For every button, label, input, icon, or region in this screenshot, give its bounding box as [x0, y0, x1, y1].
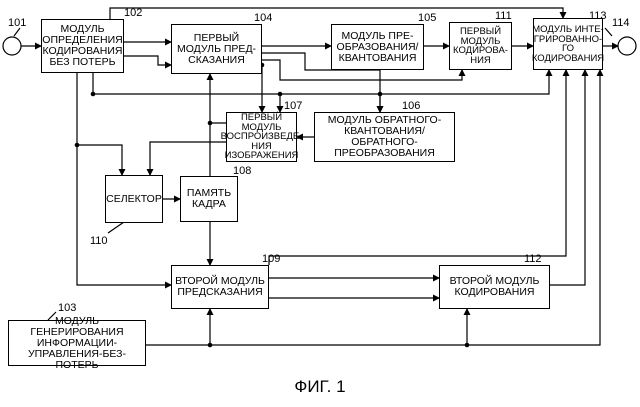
lossless-determination-ref: 102 [124, 8, 142, 19]
integrated-encoding-ref: 113 [589, 11, 607, 22]
second-prediction-block: ВТОРОЙ МОДУЛЬ ПРЕДСКАЗАНИЯ [171, 265, 269, 309]
second-prediction-ref: 109 [262, 254, 280, 265]
second-encoding-ref: 112 [524, 254, 542, 265]
frame-memory-block: ПАМЯТЬ КАДРА [180, 176, 238, 222]
inverse-quant-transform-ref: 106 [402, 101, 420, 112]
output-terminal [618, 37, 636, 55]
first-encoding-block: ПЕРВЫЙ МОДУЛЬ КОДИРОВА- НИЯ [449, 22, 512, 70]
first-reproduction-block: ПЕРВЫЙ МОДУЛЬ ВОСПРОИЗВЕДЕ- НИЯ ИЗОБРАЖЕ… [226, 112, 297, 162]
lossless-control-gen-ref: 103 [58, 303, 76, 314]
output-terminal-ref: 114 [612, 18, 630, 29]
lossless-determination-block: МОДУЛЬ ОПРЕДЕЛЕНИЯ КОДИРОВАНИЯ БЕЗ ПОТЕР… [41, 19, 124, 73]
transform-quant-block: МОДУЛЬ ПРЕ- ОБРАЗОВАНИЯ/ КВАНТОВАНИЯ [331, 24, 424, 70]
input-terminal-ref: 101 [8, 18, 26, 29]
lossless-control-gen-block: МОДУЛЬ ГЕНЕРИРОВАНИЯ ИНФОРМАЦИИ- УПРАВЛЕ… [8, 320, 146, 366]
transform-quant-ref: 105 [418, 13, 436, 24]
first-prediction-block: ПЕРВЫЙ МОДУЛЬ ПРЕД- СКАЗАНИЯ [171, 24, 262, 74]
input-terminal [3, 37, 21, 55]
first-reproduction-ref: 107 [284, 101, 302, 112]
integrated-encoding-block: МОДУЛЬ ИНТЕ- ГРИРОВАННО- ГО КОДИРОВАНИЯ [533, 18, 603, 70]
selector-block: СЕЛЕКТОР [105, 175, 163, 223]
frame-memory-ref: 108 [233, 166, 251, 177]
inverse-quant-transform-block: МОДУЛЬ ОБРАТНОГО- КВАНТОВАНИЯ/ОБРАТНОГО-… [314, 112, 455, 162]
first-prediction-ref: 104 [254, 13, 272, 24]
figure-caption: ФИГ. 1 [0, 377, 640, 397]
first-encoding-ref: 111 [495, 11, 512, 22]
second-encoding-block: ВТОРОЙ МОДУЛЬ КОДИРОВАНИЯ [439, 265, 550, 309]
selector-ref: 110 [90, 236, 108, 247]
